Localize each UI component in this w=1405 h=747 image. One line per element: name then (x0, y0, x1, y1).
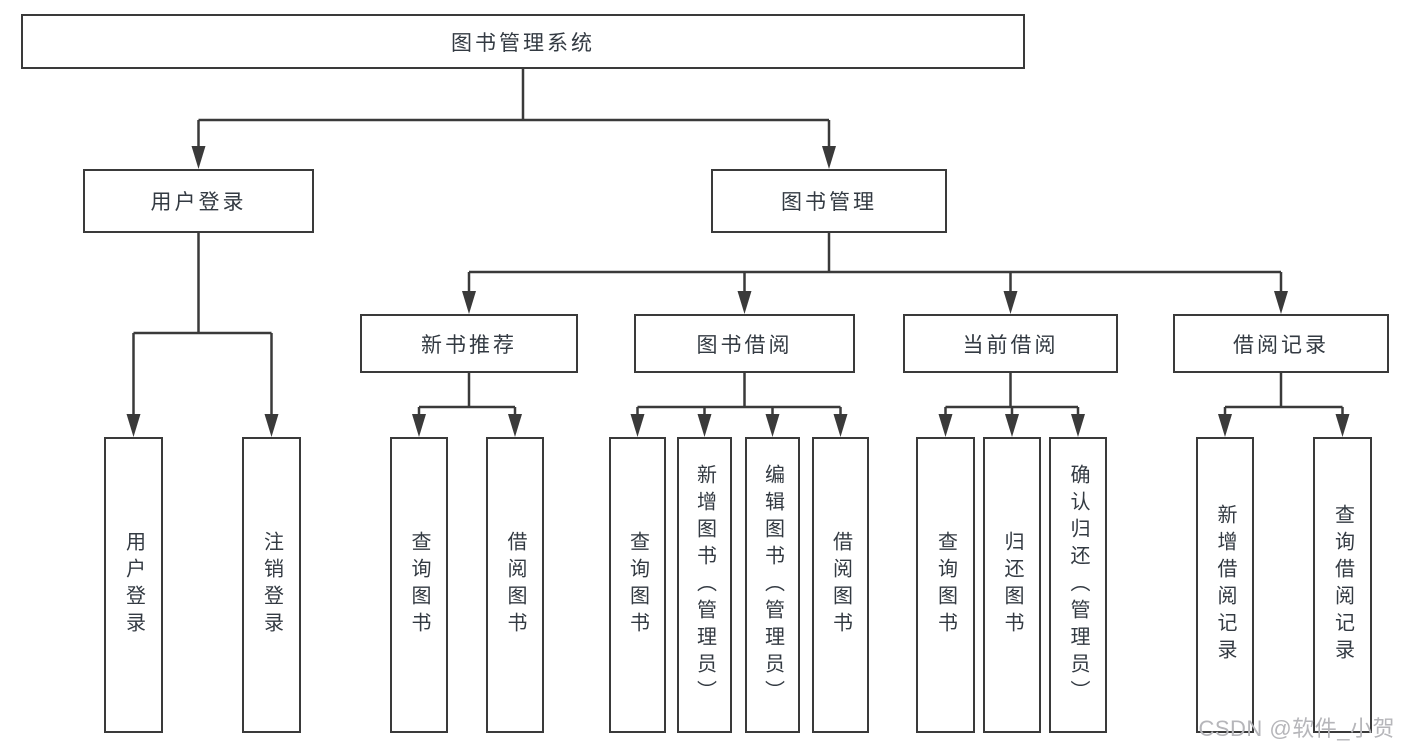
node-book-management: 图书管理 (711, 169, 947, 233)
leaf-query-book-borrow: 查询图书 (609, 437, 666, 733)
edge-borrow-records-to-leaves (1223, 373, 1344, 420)
edge-user-login-to-leaves (132, 233, 273, 420)
node-label: 查询借阅记录 (1331, 504, 1354, 666)
arrow-down-icon (765, 414, 780, 437)
arrow-down-icon (508, 414, 522, 437)
leaf-borrow-book-recommend: 借阅图书 (486, 437, 544, 733)
arrow-down-icon (1335, 414, 1350, 437)
leaf-query-book-recommend: 查询图书 (390, 437, 448, 733)
node-user-login: 用户登录 (83, 169, 314, 233)
arrow-down-icon (737, 291, 752, 314)
node-label: 图书管理 (781, 191, 877, 214)
arrow-down-icon (1003, 291, 1018, 314)
arrow-down-icon (833, 414, 848, 437)
node-label: 编辑图书（管理员） (761, 463, 784, 707)
leaf-add-book-admin: 新增图书（管理员） (677, 437, 732, 733)
edge-book-mgmt-to-level2 (467, 233, 1283, 297)
node-label: 确认归还（管理员） (1067, 463, 1089, 707)
node-label: 查询图书 (934, 531, 957, 639)
node-label: 查询图书 (408, 531, 430, 639)
node-label: 新增图书（管理员） (693, 463, 716, 707)
arrow-down-icon (938, 414, 953, 437)
leaf-borrow-book: 借阅图书 (812, 437, 869, 733)
node-label: 归还图书 (1001, 531, 1023, 639)
arrow-down-icon (412, 414, 426, 437)
node-label: 注销登录 (260, 531, 283, 639)
node-borrow-records: 借阅记录 (1173, 314, 1389, 373)
node-current-borrow: 当前借阅 (903, 314, 1118, 373)
arrow-down-icon (822, 146, 836, 169)
arrow-down-icon (126, 414, 141, 437)
node-label: 借阅图书 (829, 531, 852, 639)
node-label: 新增借阅记录 (1214, 504, 1236, 666)
node-label: 用户登录 (122, 531, 145, 639)
arrow-down-icon (1005, 414, 1019, 437)
leaf-return-book: 归还图书 (983, 437, 1041, 733)
leaf-logout: 注销登录 (242, 437, 301, 733)
edge-root-to-level1 (197, 69, 831, 152)
leaf-query-borrow-record: 查询借阅记录 (1313, 437, 1372, 733)
leaf-add-borrow-record: 新增借阅记录 (1196, 437, 1254, 733)
arrow-down-icon (1071, 414, 1085, 437)
node-label: 借阅图书 (504, 531, 526, 639)
node-label: 图书借阅 (696, 333, 793, 357)
arrow-down-icon (697, 414, 712, 437)
arrow-down-icon (630, 414, 645, 437)
leaf-confirm-return-admin: 确认归还（管理员） (1049, 437, 1107, 733)
node-book-borrow: 图书借阅 (634, 314, 855, 373)
node-label: 用户登录 (150, 191, 247, 214)
edge-current-borrow-to-leaves (944, 373, 1080, 420)
node-label: 当前借阅 (962, 333, 1059, 357)
node-label: 图书管理系统 (451, 31, 595, 55)
arrow-down-icon (462, 291, 476, 314)
leaf-query-book-current: 查询图书 (916, 437, 975, 733)
arrow-down-icon (191, 146, 206, 169)
arrow-down-icon (1274, 291, 1288, 314)
node-label: 借阅记录 (1233, 333, 1329, 357)
leaf-user-login: 用户登录 (104, 437, 163, 733)
node-label: 新书推荐 (421, 333, 517, 357)
edge-new-book-rec-to-leaves (417, 373, 517, 420)
arrow-down-icon (1218, 414, 1232, 437)
arrow-down-icon (264, 414, 279, 437)
node-root-system: 图书管理系统 (21, 14, 1025, 69)
node-label: 查询图书 (626, 531, 649, 639)
edge-book-borrow-to-leaves (636, 373, 842, 420)
node-new-book-recommend: 新书推荐 (360, 314, 578, 373)
leaf-edit-book-admin: 编辑图书（管理员） (745, 437, 800, 733)
